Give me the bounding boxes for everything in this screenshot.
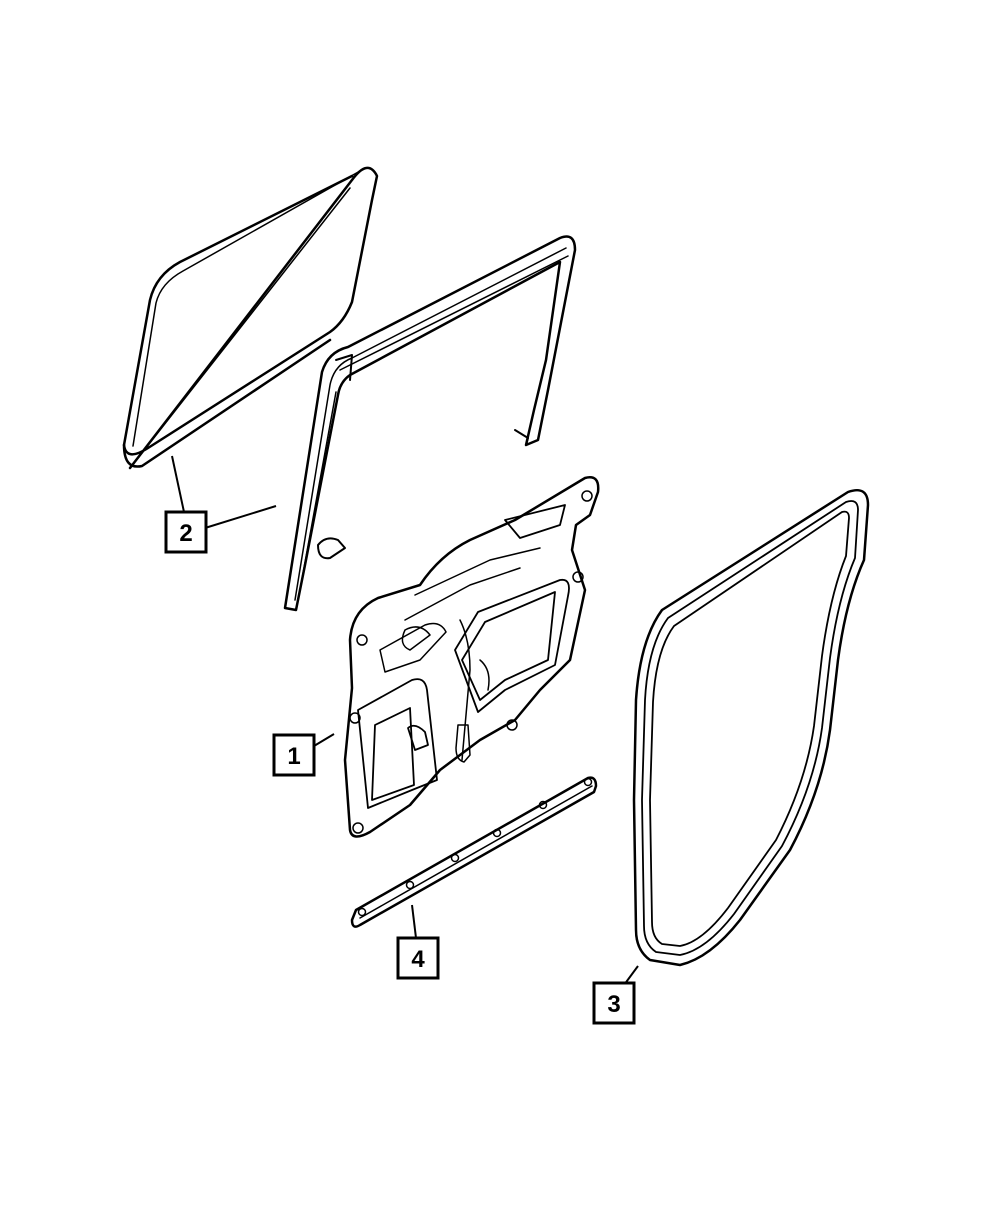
- callout-2[interactable]: 2: [164, 510, 208, 554]
- sill-strip: [350, 776, 598, 928]
- callout-1[interactable]: 1: [272, 733, 316, 777]
- door-opening-weatherstrip: [632, 488, 870, 967]
- callout-3-label: 3: [607, 991, 620, 1018]
- callout-4-label: 4: [411, 946, 425, 973]
- window-channel-frame: [283, 235, 577, 612]
- leader-2b: [204, 505, 277, 529]
- leader-2a: [171, 455, 185, 513]
- door-module-panel: [343, 476, 600, 838]
- callout-3[interactable]: 3: [592, 981, 636, 1025]
- leader-4: [411, 904, 417, 939]
- glass-seal-loop: [122, 166, 379, 470]
- callout-4[interactable]: 4: [396, 936, 440, 980]
- callout-2-label: 2: [179, 520, 192, 547]
- callout-1-label: 1: [287, 743, 300, 770]
- leader-1: [313, 733, 335, 747]
